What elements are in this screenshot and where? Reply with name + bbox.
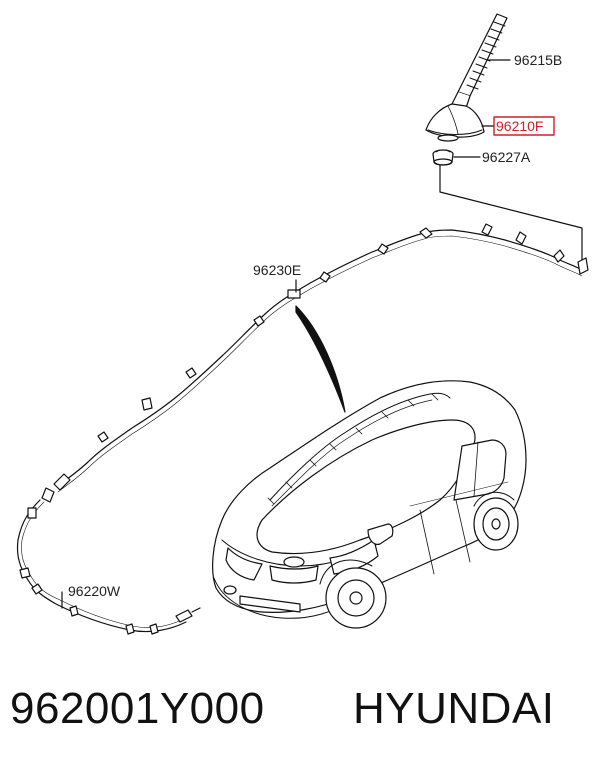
antenna-pad xyxy=(432,149,454,166)
extension-cable xyxy=(16,499,201,635)
antenna-rod xyxy=(451,13,508,109)
pointer-wedge xyxy=(295,305,346,413)
label-antenna-pad: 96227A xyxy=(482,149,531,165)
footer: 962001Y000 HYUNDAI xyxy=(0,684,600,754)
label-antenna-base: 96210F xyxy=(496,118,543,134)
antenna-base xyxy=(425,103,485,142)
roof-feeder-cable xyxy=(41,223,589,503)
highlight-box-96210F xyxy=(493,116,555,136)
brand-name: HYUNDAI xyxy=(353,684,555,733)
label-antenna-rod: 96215B xyxy=(514,52,562,68)
label-roof-feeder-cable: 96230E xyxy=(253,262,301,278)
car-illustration xyxy=(212,380,527,629)
pad-connector-line xyxy=(439,165,583,263)
part-number: 962001Y000 xyxy=(10,684,265,733)
label-extension-cable: 96220W xyxy=(68,583,121,599)
